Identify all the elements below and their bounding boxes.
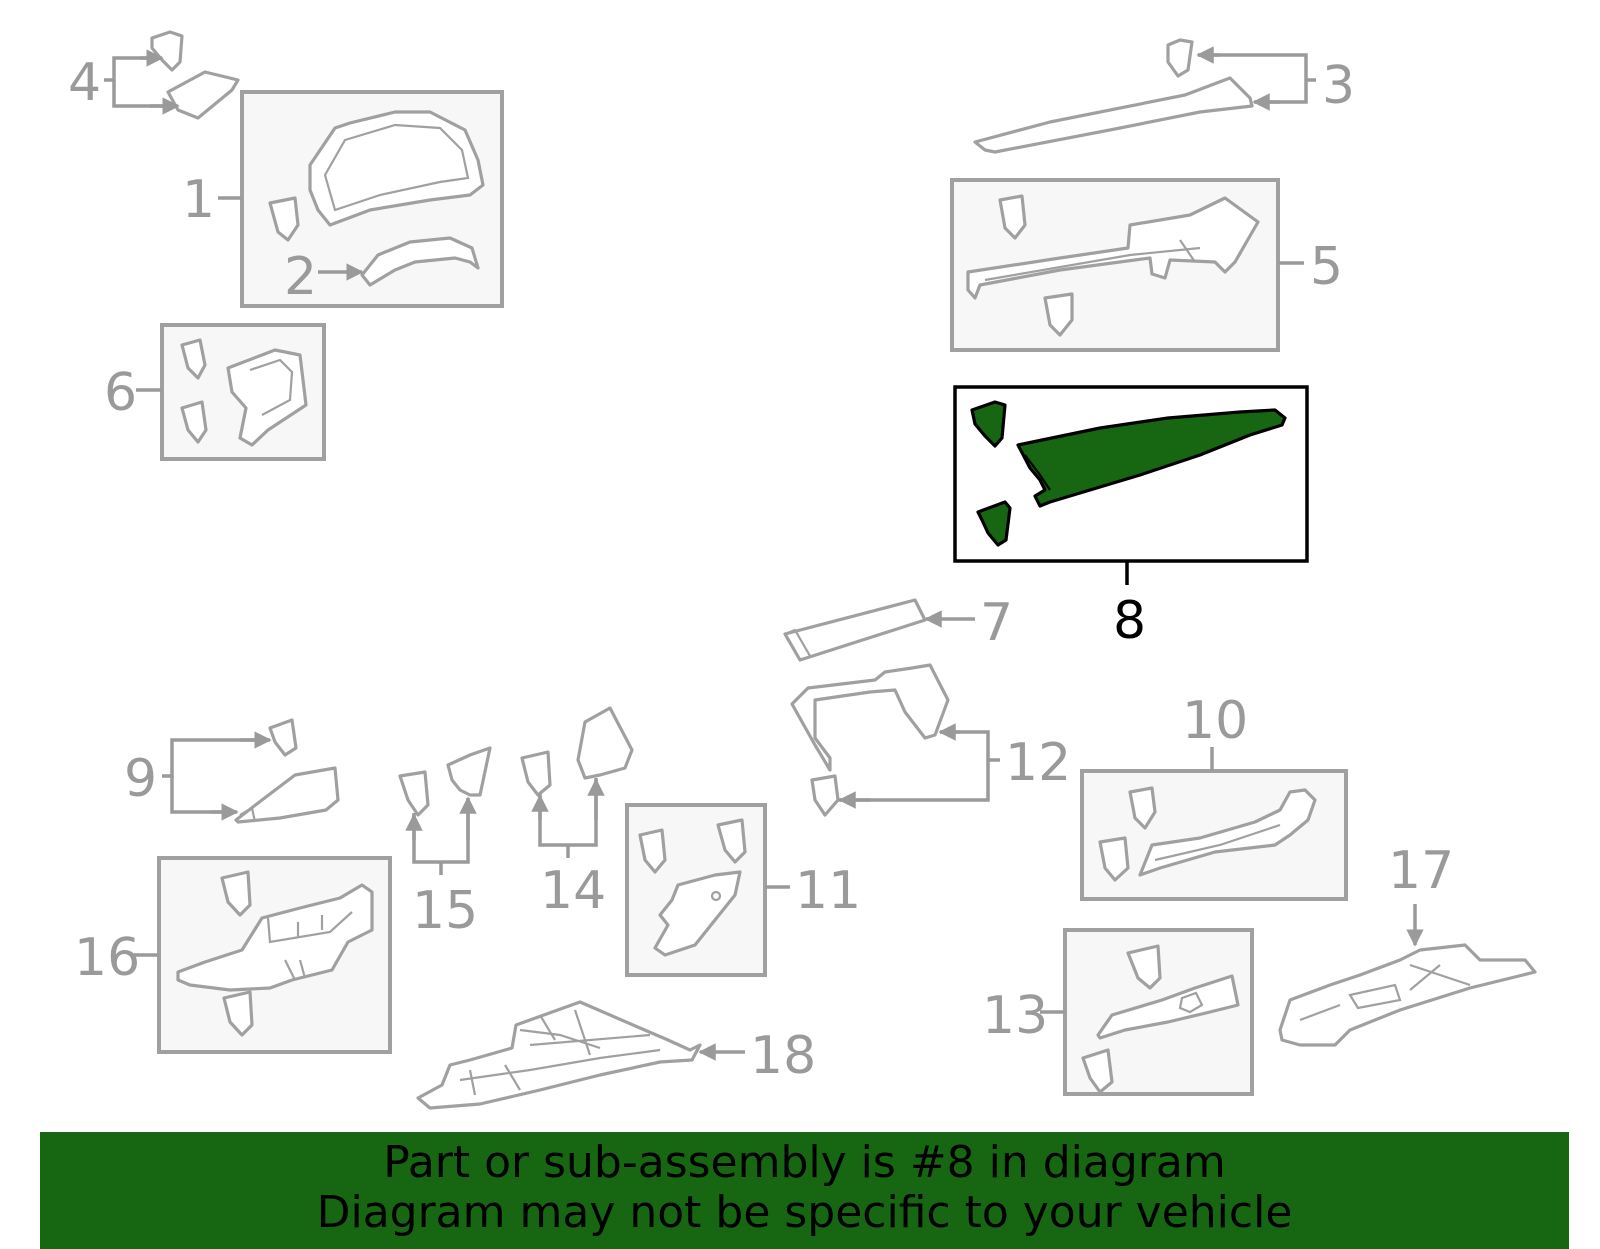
callout-15[interactable]: 15 xyxy=(412,881,478,941)
callout-17[interactable]: 17 xyxy=(1388,841,1454,901)
part-group-16[interactable] xyxy=(157,856,392,1054)
banner-line-1: Part or sub-assembly is #8 in diagram xyxy=(383,1137,1226,1188)
banner-line-2: Diagram may not be specific to your vehi… xyxy=(316,1187,1293,1238)
part-15-clips[interactable] xyxy=(398,746,492,875)
part-group-11[interactable] xyxy=(625,803,767,977)
callout-14[interactable]: 14 xyxy=(540,861,606,921)
callout-13[interactable]: 13 xyxy=(982,986,1048,1046)
part-2-trim[interactable] xyxy=(318,236,480,287)
part-group-5[interactable] xyxy=(950,178,1280,352)
callout-10[interactable]: 10 xyxy=(1182,691,1248,751)
callout-6[interactable]: 6 xyxy=(104,363,137,423)
callout-3[interactable]: 3 xyxy=(1322,56,1355,116)
callout-16[interactable]: 16 xyxy=(74,928,140,988)
part-group-13[interactable] xyxy=(1063,928,1254,1096)
part-3-garnish[interactable] xyxy=(973,38,1316,154)
callout-11[interactable]: 11 xyxy=(795,861,861,921)
callout-2[interactable]: 2 xyxy=(284,247,317,307)
callout-9[interactable]: 9 xyxy=(124,749,157,809)
notice-banner: Part or sub-assembly is #8 in diagram Di… xyxy=(40,1132,1569,1249)
part-group-6[interactable] xyxy=(160,323,326,461)
part-group-10[interactable] xyxy=(1080,769,1348,901)
callout-8[interactable]: 8 xyxy=(1113,591,1146,651)
part-9-cover[interactable] xyxy=(162,718,340,824)
part-4-clip[interactable] xyxy=(104,30,240,120)
callout-5[interactable]: 5 xyxy=(1310,237,1343,297)
part-12-bracket[interactable] xyxy=(790,663,1000,817)
callout-4[interactable]: 4 xyxy=(68,53,101,113)
part-14-clips[interactable] xyxy=(520,706,634,858)
part-group-8-highlighted[interactable] xyxy=(953,385,1309,563)
callout-7[interactable]: 7 xyxy=(980,593,1013,653)
callout-12[interactable]: 12 xyxy=(1005,733,1071,793)
callout-1[interactable]: 1 xyxy=(182,170,215,230)
part-18-panel[interactable] xyxy=(416,1000,745,1110)
part-7-duct[interactable] xyxy=(783,598,975,662)
part-17-panel[interactable] xyxy=(1278,904,1537,1047)
callout-18[interactable]: 18 xyxy=(750,1026,816,1086)
